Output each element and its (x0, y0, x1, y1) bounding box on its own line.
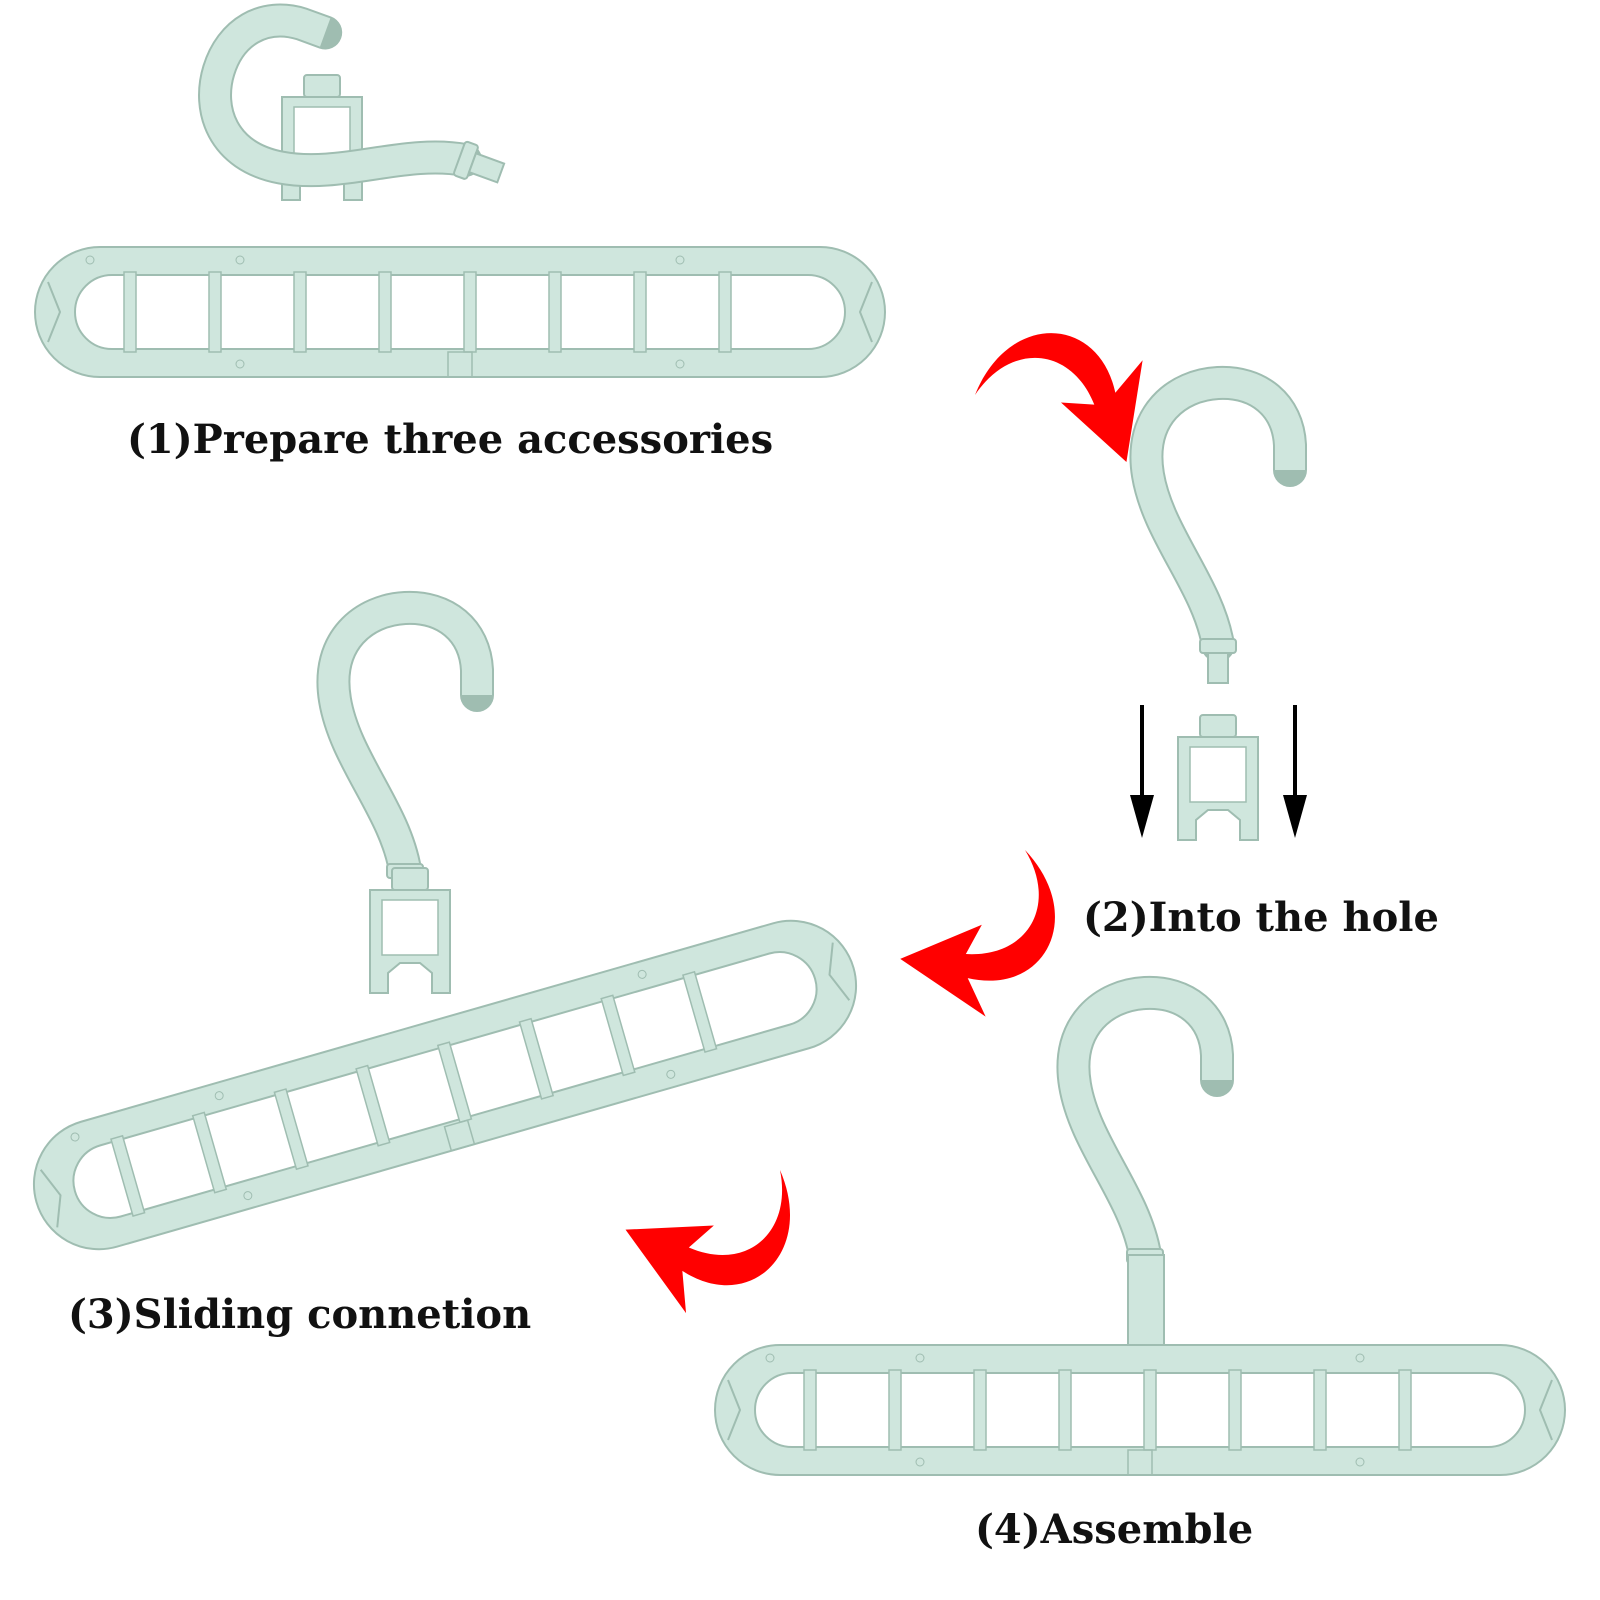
step4-hook (1073, 993, 1217, 1293)
red-curved-arrow-3 (609, 1118, 823, 1336)
red-curved-arrow-1 (970, 325, 1152, 475)
red-curved-arrow-2 (891, 822, 1077, 1029)
step1-hanger-bar (34, 246, 886, 378)
step4-connector (1127, 1254, 1165, 1356)
black-down-arrow-left (1130, 705, 1154, 838)
step1-label: (1)Prepare three accessories (127, 416, 774, 463)
step2-clip (1177, 714, 1259, 841)
step4-hanger-bar (714, 1344, 1566, 1476)
step4-label: (4)Assemble (975, 1506, 1254, 1553)
step3-label: (3)Sliding connetion (68, 1291, 532, 1338)
black-down-arrow-right (1283, 705, 1307, 838)
step3-hook (333, 608, 477, 908)
step2-hook (1146, 383, 1290, 683)
step2-label: (2)Into the hole (1083, 894, 1439, 941)
step3-clip (369, 867, 451, 994)
